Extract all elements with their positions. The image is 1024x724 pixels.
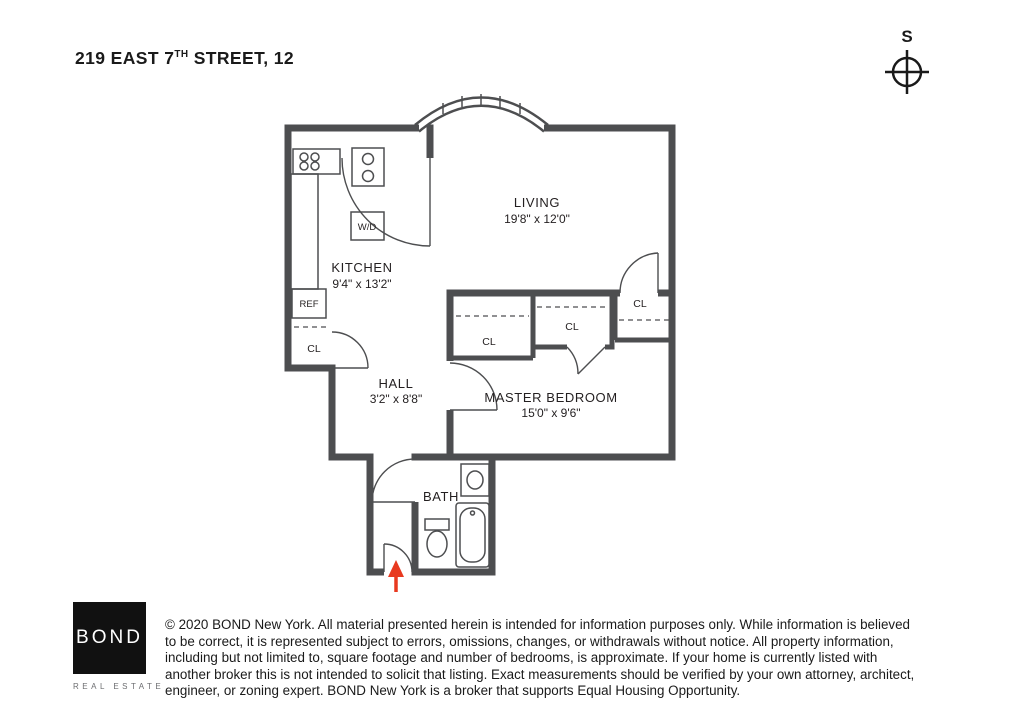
hall-closet-door [331, 331, 369, 369]
closet-rods [294, 306, 669, 328]
bathtub-icon [455, 502, 490, 568]
closet-label-b: CL [565, 321, 579, 333]
room-labels: LIVING 19'8" x 12'0" KITCHEN 9'4" x 13'2… [300, 195, 647, 504]
bath-door [371, 458, 416, 503]
disclaimer-text: © 2020 BOND New York. All material prese… [165, 617, 915, 699]
closet-walls [446, 293, 673, 361]
doors [331, 157, 659, 573]
refrigerator-label: REF [300, 299, 319, 310]
fixtures [290, 147, 490, 568]
closet-label-c: CL [633, 298, 647, 310]
compass: S [885, 27, 929, 94]
living-closet-door [619, 252, 659, 294]
closet-label-hall: CL [307, 343, 321, 355]
refrigerator-box [291, 288, 327, 319]
compass-icon [885, 50, 929, 94]
bay-window-mullions [442, 94, 521, 114]
page-title-prefix: 219 EAST 7 [75, 48, 175, 68]
bath-label: BATH [423, 489, 459, 504]
closet-label-a: CL [482, 336, 496, 348]
stove-icon [292, 148, 341, 175]
washer-dryer-icon [351, 147, 385, 187]
walls [284, 124, 676, 576]
master-bedroom-dimensions: 15'0" x 9'6" [521, 406, 580, 420]
washer-dryer-label: W/D [358, 222, 377, 233]
bay-window-inner-arc [418, 104, 545, 133]
bath-sink-icon [460, 463, 490, 497]
master-bedroom-label: MASTER BEDROOM [484, 390, 617, 405]
entry-arrow-icon [388, 560, 404, 592]
kitchen-dimensions: 9'4" x 13'2" [332, 277, 391, 291]
living-label: LIVING [514, 195, 560, 210]
page-title-superscript: TH [174, 49, 189, 61]
bedroom-closet-door [566, 346, 606, 375]
master-bedroom-door [449, 362, 498, 411]
wall-left [284, 124, 384, 576]
living-dimensions: 19'8" x 12'0" [504, 212, 570, 226]
bond-logo: BOND [73, 602, 146, 674]
wall-right-and-bottom [412, 124, 676, 576]
washer-dryer-label-box [350, 211, 385, 241]
compass-direction-label: S [901, 27, 912, 46]
page-title: 219 EAST 7TH STREET, 12 [75, 48, 294, 69]
bond-logo-tagline: REAL ESTATE [73, 682, 165, 691]
hall-dimensions: 3'2" x 8'8" [370, 392, 422, 406]
hall-label: HALL [379, 376, 414, 391]
entry-door [383, 543, 413, 573]
bay-window [414, 94, 549, 133]
bond-logo-text: BOND [76, 627, 143, 648]
kitchen-door [341, 157, 431, 247]
page-title-suffix: STREET, 12 [188, 48, 295, 68]
kitchen-counter [290, 173, 319, 290]
kitchen-label: KITCHEN [331, 260, 392, 275]
toilet-icon [424, 518, 450, 558]
